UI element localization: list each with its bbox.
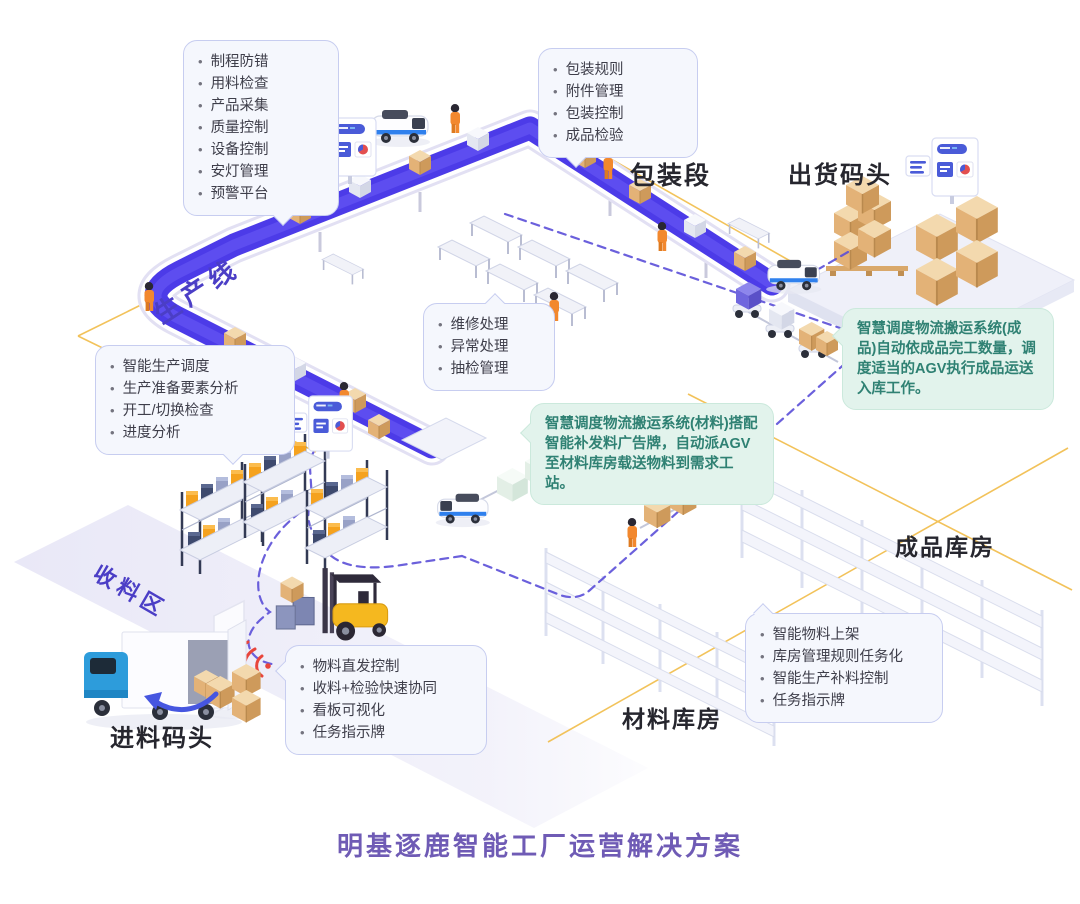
- finished-goods-rack: [740, 460, 1044, 706]
- callout-item: 抽检管理: [438, 358, 540, 380]
- conveyor-belt: [137, 109, 791, 466]
- unload-arrow-icon: [144, 691, 219, 713]
- callout-process-control: 制程防错用料检查产品采集质量控制设备控制安灯管理预警平台: [183, 40, 339, 226]
- callout-item: 安灯管理: [198, 161, 324, 183]
- callout-item: 包装规则: [553, 59, 683, 81]
- callout-item: 产品采集: [198, 95, 324, 117]
- worker-figure: [450, 104, 460, 133]
- callout-packaging: 包装规则附件管理包装控制成品检验: [538, 48, 698, 168]
- worker-figure: [627, 518, 637, 547]
- callout-item: 智能生产补料控制: [760, 668, 928, 690]
- callout-item: 看板可视化: [300, 700, 472, 722]
- kanban-board-icon: [905, 137, 979, 205]
- material-rack: [544, 548, 776, 746]
- callout-item: 附件管理: [553, 81, 683, 103]
- callout-warehouse-management: 智能物料上架库房管理规则任务化智能生产补料控制任务指示牌: [745, 603, 943, 723]
- callout-agv-finished: 智慧调度物流搬运系统(成品)自动依成品完工数量，调度适当的AGV执行成品运送入库…: [832, 308, 1054, 410]
- agv-shuttle-top: [369, 109, 431, 148]
- diagram-title: 明基逐鹿智能工厂运营解决方案: [336, 831, 743, 861]
- callout-item: 维修处理: [438, 314, 540, 336]
- callout-list: 智能物料上架库房管理规则任务化智能生产补料控制任务指示牌: [760, 624, 928, 712]
- pallet-rack: [178, 432, 389, 576]
- callout-item: 制程防错: [198, 51, 324, 73]
- label-packaging-section: 包装段: [630, 162, 712, 190]
- callout-list: 维修处理异常处理抽检管理: [438, 314, 540, 380]
- callout-maintenance: 维修处理异常处理抽检管理: [423, 293, 555, 391]
- callout-text: 智慧调度物流搬运系统(材料)搭配智能补发料广告牌，自动派AGV至材料库房载送物料…: [545, 416, 758, 492]
- worker-figure: [657, 222, 667, 251]
- delivery-truck: [84, 619, 247, 730]
- callout-production-scheduling: 智能生产调度生产准备要素分析开工/切换检查进度分析: [95, 345, 295, 465]
- callout-list: 包装规则附件管理包装控制成品检验: [553, 59, 683, 147]
- callout-item: 异常处理: [438, 336, 540, 358]
- label-material-warehouse: 材料库房: [622, 706, 722, 732]
- callout-list: 智能生产调度生产准备要素分析开工/切换检查进度分析: [110, 356, 280, 444]
- callout-item: 物料直发控制: [300, 656, 472, 678]
- agv-shuttle-right: [765, 259, 822, 295]
- callout-text: 智慧调度物流搬运系统(成品)自动依成品完工数量，调度适当的AGV执行成品运送入库…: [857, 321, 1036, 397]
- callout-item: 任务指示牌: [760, 690, 928, 712]
- callout-item: 成品检验: [553, 125, 683, 147]
- callout-item: 质量控制: [198, 117, 324, 139]
- callout-item: 任务指示牌: [300, 722, 472, 744]
- tugger-train-right: [732, 282, 839, 363]
- callout-item: 预警平台: [198, 183, 324, 205]
- callout-list: 物料直发控制收料+检验快速协同看板可视化任务指示牌: [300, 656, 472, 744]
- label-finished-goods-warehouse: 成品库房: [895, 534, 995, 560]
- callout-list: 制程防错用料检查产品采集质量控制设备控制安灯管理预警平台: [198, 51, 324, 205]
- callout-item: 收料+检验快速协同: [300, 678, 472, 700]
- callout-item: 进度分析: [110, 422, 280, 444]
- callout-receiving-control: 物料直发控制收料+检验快速协同看板可视化任务指示牌: [275, 645, 487, 755]
- callout-item: 开工/切换检查: [110, 400, 280, 422]
- callout-item: 生产准备要素分析: [110, 378, 280, 400]
- callout-item: 智能物料上架: [760, 624, 928, 646]
- callout-item: 设备控制: [198, 139, 324, 161]
- label-shipping-dock: 出货码头: [788, 162, 892, 189]
- callout-item: 用料检查: [198, 73, 324, 95]
- callout-agv-material: 智慧调度物流搬运系统(材料)搭配智能补发料广告牌，自动派AGV至材料库房载送物料…: [520, 403, 774, 505]
- callout-item: 包装控制: [553, 103, 683, 125]
- callout-item: 库房管理规则任务化: [760, 646, 928, 668]
- callout-item: 智能生产调度: [110, 356, 280, 378]
- label-incoming-dock: 进料码头: [110, 725, 214, 752]
